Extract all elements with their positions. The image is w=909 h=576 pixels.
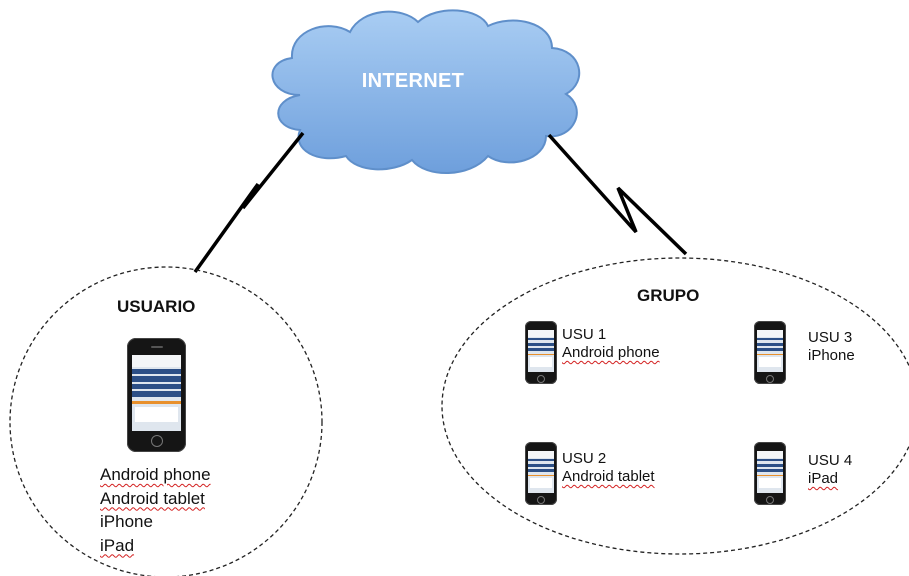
phone-icon: [525, 321, 557, 384]
link-grupo: [547, 133, 688, 256]
phone-icon: [525, 442, 557, 505]
device-item: Android tablet: [100, 488, 205, 508]
usu-device: iPhone: [808, 347, 855, 364]
usu-3-label: USU 3 iPhone: [808, 329, 855, 365]
device-item: Android phone: [100, 465, 211, 484]
phone-icon: [127, 338, 186, 452]
usu-name: USU 3: [808, 329, 853, 346]
usu-4-label: USU 4 iPad: [808, 452, 852, 488]
phone-icon: [754, 321, 786, 384]
usu-device: iPad: [808, 470, 839, 487]
device-item: iPhone: [100, 512, 153, 531]
usu-name: USU 2: [562, 450, 607, 467]
usu-device: Android phone: [562, 344, 660, 361]
internet-label: INTERNET: [361, 70, 465, 92]
phone-icon: [754, 442, 786, 505]
usu-1-label: USU 1 Android phone: [562, 326, 660, 362]
grupo-title: GRUPO: [637, 286, 700, 305]
usuario-device-list: Android phone Android tablet iPhone iPad: [100, 463, 211, 557]
device-item: iPad: [100, 535, 135, 555]
link-usuario: [193, 131, 305, 274]
usuario-title: USUARIO: [117, 297, 196, 316]
usu-2-label: USU 2 Android tablet: [562, 450, 655, 486]
internet-cloud: [271, 9, 581, 174]
usuario-ellipse: [9, 266, 323, 576]
usu-device: Android tablet: [562, 468, 655, 485]
usu-name: USU 1: [562, 326, 607, 343]
usu-name: USU 4: [808, 452, 853, 469]
